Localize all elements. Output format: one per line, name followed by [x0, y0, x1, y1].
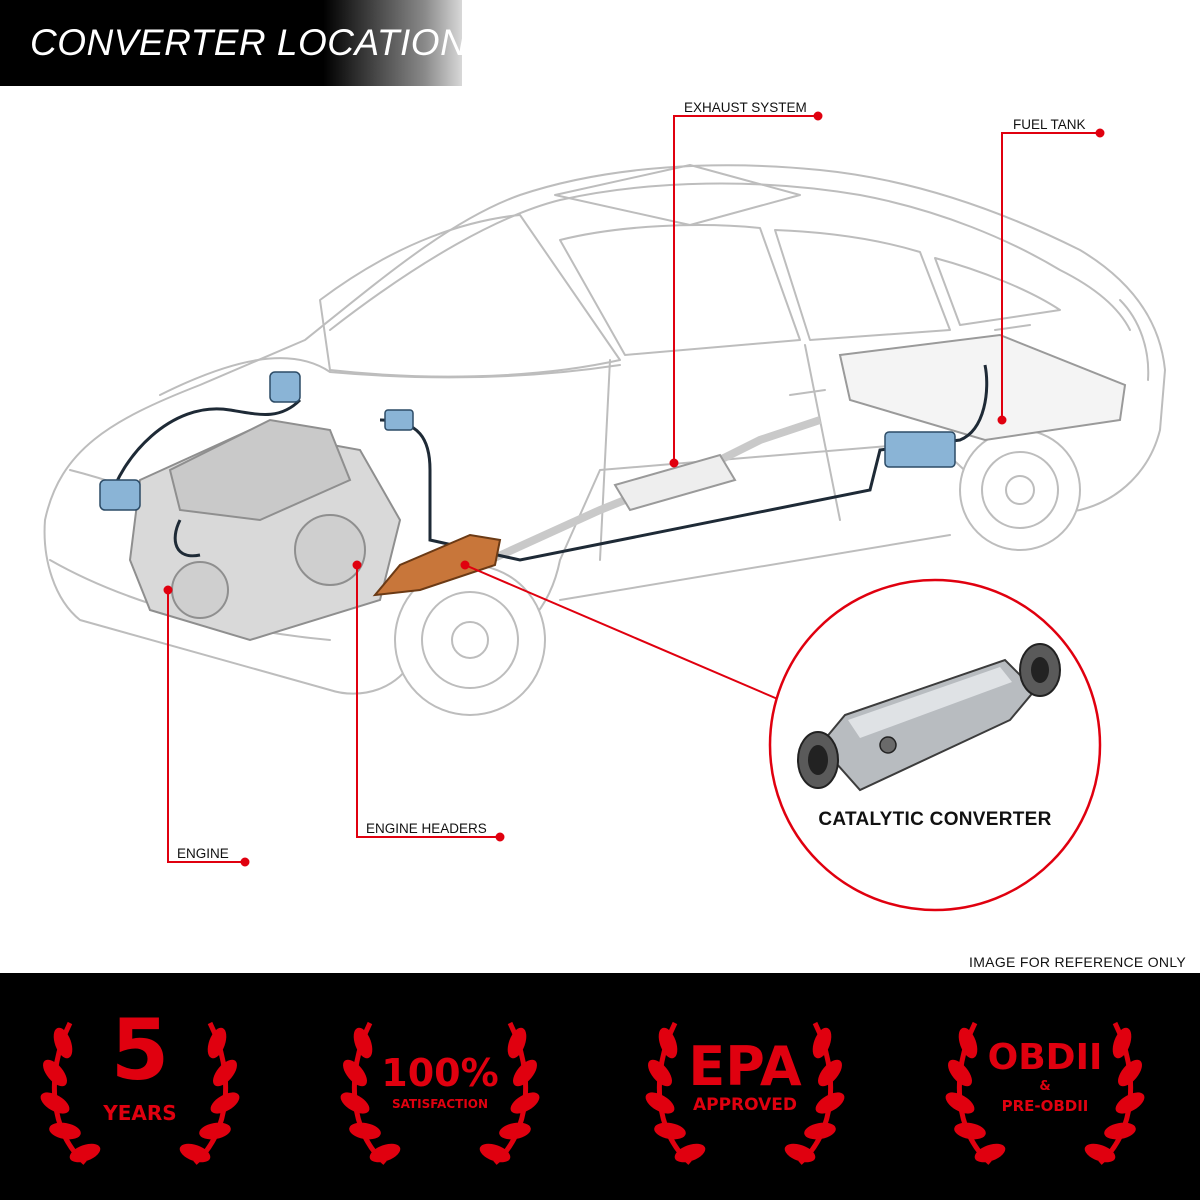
laurel-wreath-icon — [40, 1021, 240, 1165]
badge-obdii-ampersand: & — [1039, 1079, 1051, 1094]
rocker-panel — [559, 534, 951, 601]
reference-note: IMAGE FOR REFERENCE ONLY — [969, 954, 1186, 970]
hood-outline — [159, 357, 621, 396]
callout-line-engine — [167, 590, 245, 863]
distributor — [269, 371, 301, 403]
header-banner: CONVERTER LOCATION — [0, 0, 467, 86]
badge-satisfaction: 100% SATISFACTION — [325, 973, 555, 1200]
sensor-wire — [173, 519, 201, 558]
page-title: CONVERTER LOCATION — [30, 22, 468, 63]
door-line-front — [599, 359, 611, 561]
front-window-outline — [559, 224, 801, 356]
sunroof-outline — [554, 164, 801, 226]
callout-line-fuel-tank — [1001, 132, 1100, 420]
laurel-wreath-icon — [340, 1021, 540, 1165]
evap-canister — [884, 431, 956, 468]
throttle-body — [99, 479, 141, 511]
badge-obdii: OBDII & PRE-OBDII — [930, 973, 1160, 1200]
engine-block — [128, 418, 402, 642]
laurel-wreath-icon — [945, 1021, 1145, 1165]
callout-fuel-tank: FUEL TANK — [1013, 117, 1086, 132]
vacuum-hose — [108, 398, 302, 501]
converter-on-car — [372, 533, 502, 597]
badge-warranty: 5 YEARS — [25, 973, 255, 1200]
converter-inset-illustration — [797, 643, 1061, 792]
sensor-box — [384, 409, 414, 431]
badge-epa-label: APPROVED — [692, 1095, 798, 1115]
callout-exhaust-system: EXHAUST SYSTEM — [684, 100, 807, 115]
quarter-window-outline — [934, 257, 1061, 326]
fuel-tank-shape — [838, 333, 1127, 442]
door-line-middle — [804, 344, 841, 521]
badge-satisfaction-number: 100% — [381, 1051, 499, 1095]
windshield-outline — [319, 214, 621, 378]
car-diagram — [43, 111, 1166, 912]
badge-warranty-number: 5 — [110, 1001, 170, 1099]
muffler — [613, 453, 737, 512]
fuel-line — [379, 364, 989, 562]
car-roof-outline — [329, 182, 1131, 331]
callout-line-converter — [464, 564, 781, 701]
laurel-wreath-icon — [645, 1021, 845, 1165]
callout-engine-headers: ENGINE HEADERS — [366, 821, 487, 836]
badge-warranty-label: YEARS — [103, 1101, 177, 1125]
rear-window-outline — [774, 229, 951, 341]
badge-epa-title: EPA — [688, 1035, 802, 1098]
badge-satisfaction-label: SATISFACTION — [391, 1097, 489, 1111]
callout-line-headers — [356, 565, 500, 838]
callout-engine: ENGINE — [177, 846, 229, 861]
footer-badges: 5 YEARS 100% SATISFACTION — [0, 973, 1200, 1200]
catalytic-converter-label: CATALYTIC CONVERTER — [818, 809, 1052, 830]
badge-epa: EPA APPROVED — [630, 973, 860, 1200]
badge-obdii-title: OBDII — [987, 1037, 1103, 1078]
badge-obdii-label: PRE-OBDII — [1001, 1097, 1089, 1115]
taillight — [1119, 299, 1150, 381]
door-handle-rear — [994, 324, 1031, 331]
callout-line-exhaust — [673, 115, 818, 463]
door-handle-front — [789, 389, 826, 396]
